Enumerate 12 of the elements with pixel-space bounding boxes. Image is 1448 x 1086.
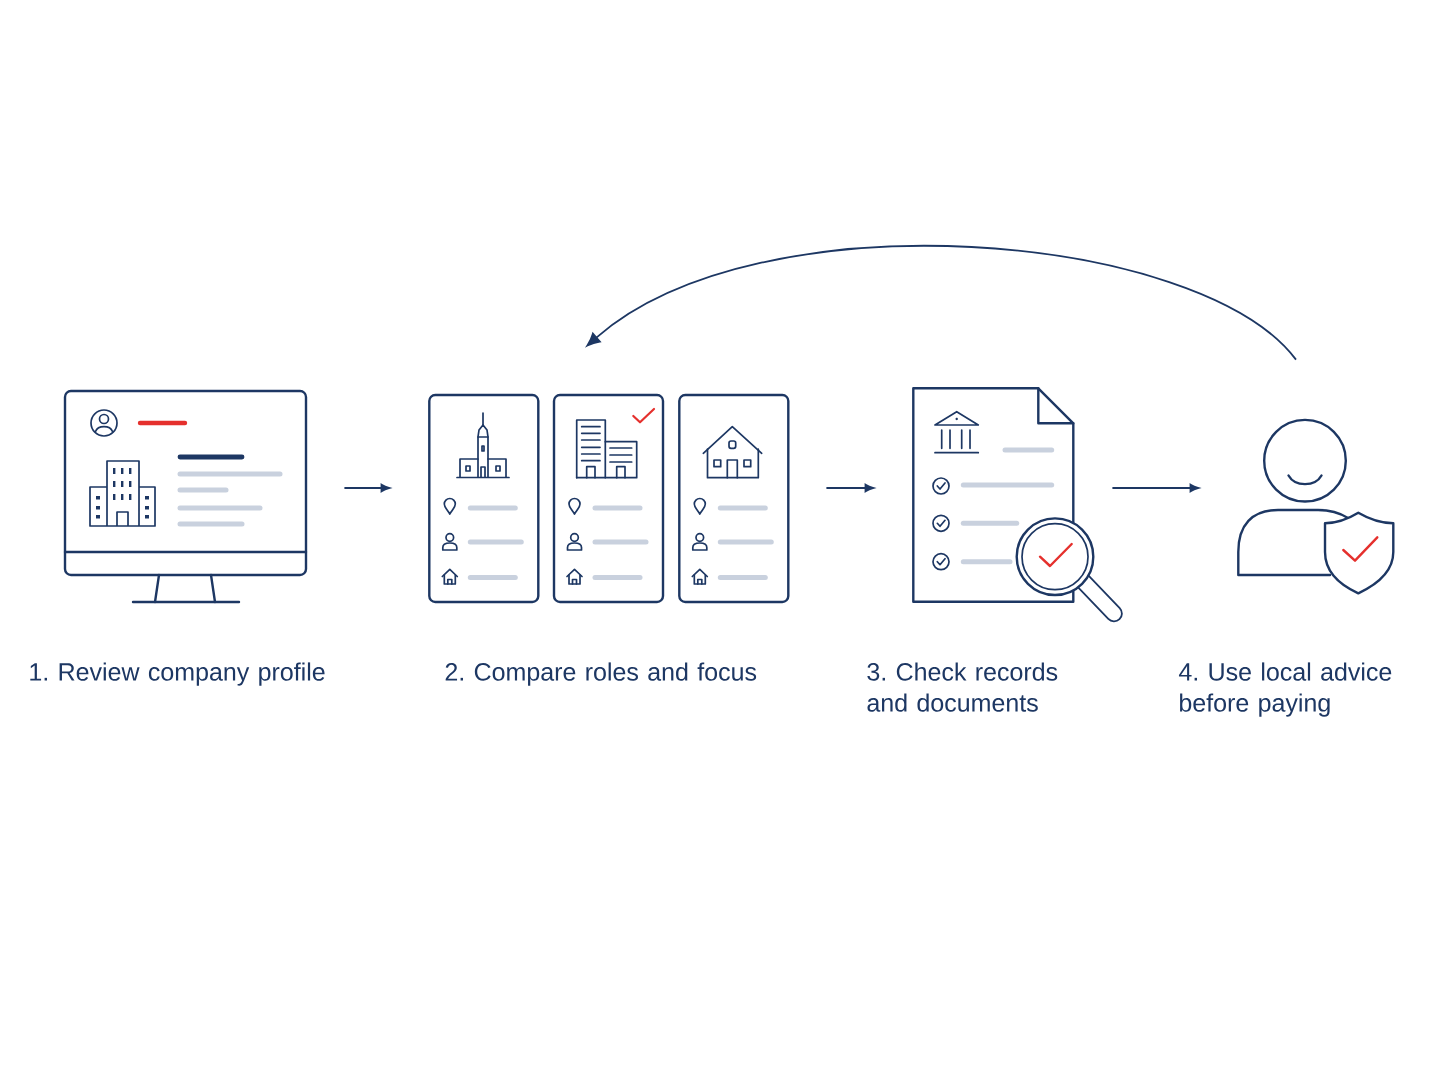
step-label: 2. Compare roles and focus bbox=[445, 662, 757, 686]
step-label: 3. Check records and documents bbox=[867, 662, 1058, 712]
cards-illustration bbox=[428, 393, 790, 604]
monitor-illustration bbox=[63, 389, 308, 604]
step-label: 4. Use local advice before paying bbox=[1178, 662, 1392, 717]
arrow bbox=[825, 483, 874, 493]
curved-arrow bbox=[586, 245, 1297, 361]
arrow bbox=[1111, 483, 1199, 493]
document-illustration bbox=[912, 387, 1123, 623]
arrow bbox=[343, 483, 390, 493]
person-illustration bbox=[1237, 418, 1395, 595]
step-label: 1. Review company profile bbox=[30, 662, 325, 686]
